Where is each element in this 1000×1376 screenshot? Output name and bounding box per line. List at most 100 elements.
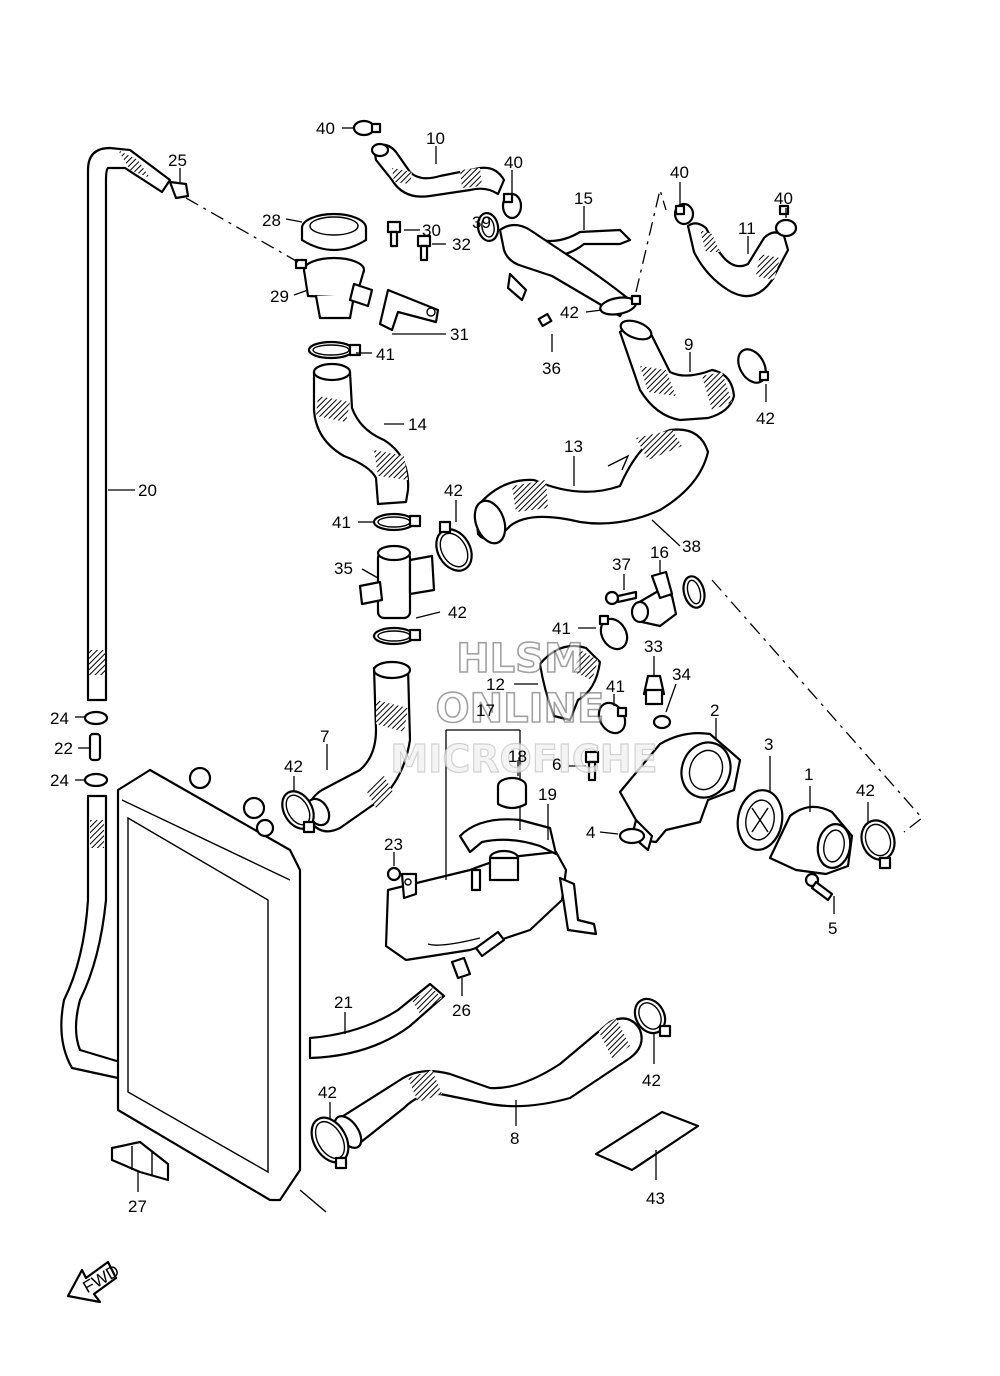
callout-18: 18	[508, 747, 527, 766]
clamp-42-a[interactable]	[429, 500, 479, 577]
callout-3: 3	[764, 735, 773, 754]
bolt-36[interactable]	[537, 312, 553, 352]
callout-35: 35	[334, 559, 353, 578]
callout-2: 2	[710, 701, 719, 720]
callout-4: 4	[586, 823, 595, 842]
callout-40-a: 40	[316, 119, 335, 138]
callout-40-d: 40	[774, 189, 793, 208]
callout-42-c: 42	[560, 303, 579, 322]
dash-line-top	[635, 187, 667, 293]
leader-38	[651, 519, 681, 547]
sensor-33[interactable]	[642, 656, 666, 706]
thermostat-case-2[interactable]	[618, 718, 742, 852]
pipe-16[interactable]	[630, 560, 678, 628]
gasket-4[interactable]	[599, 827, 646, 845]
callout-43: 43	[646, 1189, 665, 1208]
overflow-hose-20[interactable]	[86, 146, 172, 702]
clip-24-upper[interactable]	[75, 710, 109, 726]
callout-42-d: 42	[756, 409, 775, 428]
hose-12[interactable]	[514, 644, 602, 722]
hose-11[interactable]	[686, 222, 790, 298]
thermostat-cap-1[interactable]	[768, 786, 854, 876]
clip-24-lower[interactable]	[75, 772, 109, 788]
callout-42-h: 42	[318, 1083, 337, 1102]
radiator[interactable]	[116, 766, 327, 1213]
o-ring-39[interactable]	[476, 211, 501, 242]
watermark: HLSM ONLINE MICROFICHE	[390, 635, 658, 781]
clamp-42-b[interactable]	[372, 611, 441, 646]
callout-42-e: 42	[284, 757, 303, 776]
callout-22: 22	[54, 739, 73, 758]
callout-38: 38	[682, 537, 701, 556]
clamp-25[interactable]	[168, 168, 190, 200]
radiator-cap-28[interactable]	[285, 212, 368, 251]
hose-13[interactable]	[469, 428, 710, 547]
callout-10: 10	[426, 129, 445, 148]
callout-19: 19	[538, 785, 557, 804]
callout-25: 25	[168, 151, 187, 170]
junction-35[interactable]	[358, 544, 436, 620]
hose-9[interactable]	[618, 317, 736, 422]
hose-7[interactable]	[302, 660, 412, 833]
clamp-42-e[interactable]	[629, 993, 672, 1064]
bolt-37[interactable]	[604, 574, 638, 606]
bolt-32[interactable]	[416, 234, 446, 262]
hose-14[interactable]	[312, 362, 410, 506]
watermark-line2: ONLINE	[436, 686, 605, 732]
clamp-42-d[interactable]	[304, 1102, 356, 1170]
callout-6: 6	[552, 755, 561, 774]
callout-37: 37	[612, 555, 631, 574]
callout-labels: 1 2 3 4 5 6 7 8 9 10 11 12 13 14 15 16 1…	[50, 119, 875, 1216]
bolt-6[interactable]	[568, 750, 600, 782]
clamp-40-a[interactable]	[342, 119, 382, 137]
callout-41-b: 41	[332, 513, 351, 532]
clip-27[interactable]	[110, 1140, 170, 1192]
callout-34: 34	[672, 665, 691, 684]
bolt-23[interactable]	[386, 852, 402, 882]
clamp-40-b[interactable]	[501, 170, 523, 220]
callout-33: 33	[644, 637, 663, 656]
reservoir-tank-17[interactable]	[384, 729, 598, 962]
callout-42-f: 42	[856, 781, 875, 800]
clamp-40-c[interactable]	[673, 182, 695, 226]
lower-radiator-hose-8[interactable]	[329, 1017, 643, 1152]
callout-26: 26	[452, 1001, 471, 1020]
callout-20: 20	[138, 481, 157, 500]
thermostat-3[interactable]	[733, 756, 787, 853]
dash-line-cap	[185, 197, 299, 263]
callout-7: 7	[320, 727, 329, 746]
clamp-41-top[interactable]	[307, 340, 372, 360]
clamp-42-g[interactable]	[733, 344, 772, 402]
callout-42-a: 42	[444, 481, 463, 500]
clamp-42-f[interactable]	[585, 294, 642, 317]
hose-21[interactable]	[308, 982, 446, 1060]
callout-11: 11	[738, 219, 756, 238]
callout-23: 23	[384, 835, 403, 854]
hose-10[interactable]	[370, 142, 506, 198]
callout-29: 29	[270, 287, 289, 306]
gasket-34[interactable]	[652, 683, 677, 730]
filler-neck-29[interactable]	[293, 256, 374, 320]
callout-15: 15	[574, 189, 593, 208]
bolt-5[interactable]	[804, 872, 835, 914]
overflow-hose-20-lower[interactable]	[60, 794, 122, 1080]
bracket-31[interactable]	[378, 288, 446, 335]
clamp-41-mid[interactable]	[358, 512, 422, 532]
o-ring-38[interactable]	[680, 574, 708, 610]
callout-41-c: 41	[552, 619, 571, 638]
callout-42-b: 42	[448, 603, 467, 622]
clamp-42-h[interactable]	[856, 802, 900, 870]
connector-pipe-22[interactable]	[78, 732, 102, 762]
callout-9: 9	[684, 335, 693, 354]
clamp-41-right[interactable]	[578, 614, 632, 654]
fwd-arrow: FWD	[66, 1260, 123, 1304]
clamp-40-d[interactable]	[774, 204, 798, 238]
bolt-30[interactable]	[386, 220, 420, 248]
reservoir-cap-18[interactable]	[496, 760, 528, 810]
callout-40-c: 40	[670, 163, 689, 182]
clamp-42-c[interactable]	[276, 776, 320, 834]
watermark-line1: HLSM	[456, 636, 584, 682]
label-43[interactable]	[594, 1110, 700, 1180]
fitting-26[interactable]	[450, 930, 506, 996]
clamp-41-right-lower[interactable]	[594, 694, 631, 738]
